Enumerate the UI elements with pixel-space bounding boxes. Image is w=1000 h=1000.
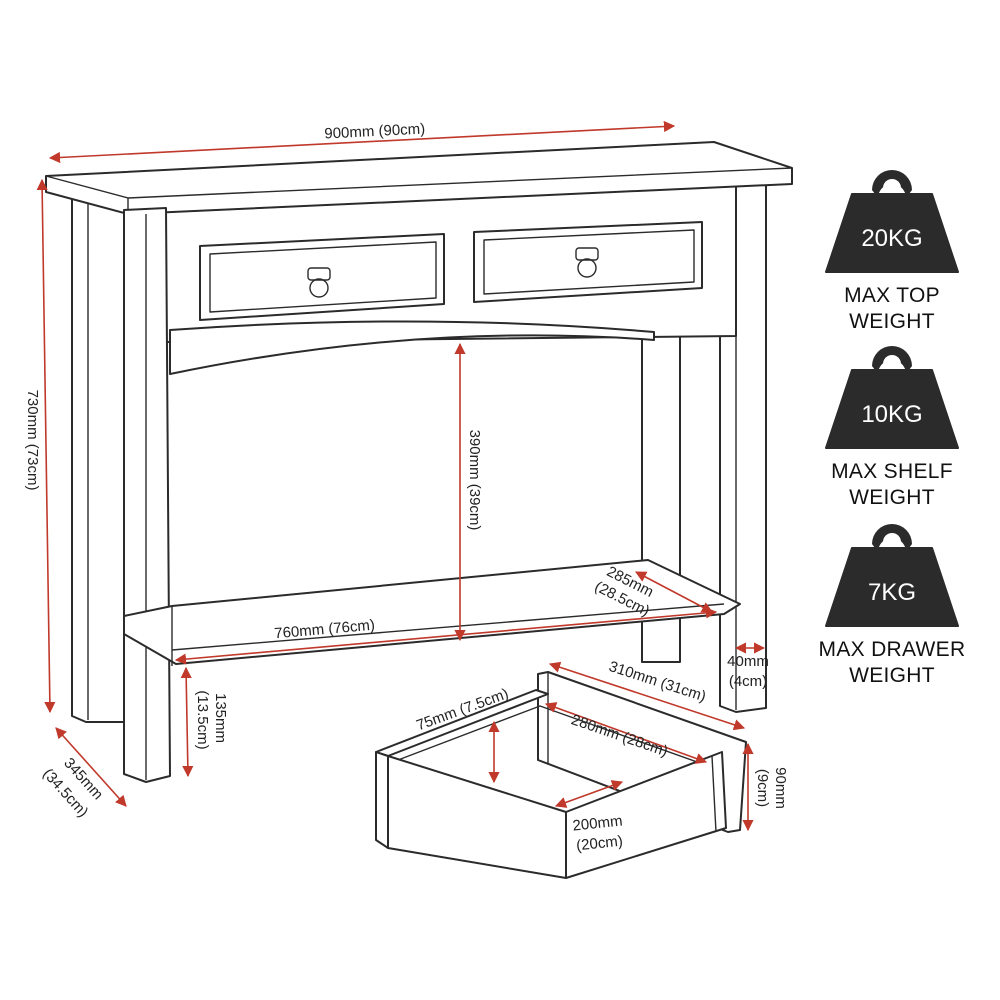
dimension-lines	[36, 120, 766, 832]
weight-caption-line1: MAX TOP	[844, 284, 940, 307]
ring-pull-handle-icon	[307, 267, 331, 298]
max-drawer-weight: 7KG MAX DRAWER WEIGHT	[819, 524, 966, 687]
max-top-weight: 20KG MAX TOP WEIGHT	[825, 170, 959, 333]
weight-caption-line1: MAX SHELF	[831, 460, 953, 483]
weight-value: 10KG	[861, 401, 922, 428]
back-left-leg	[71, 191, 125, 723]
kettlebell-weight-icon	[825, 170, 959, 273]
ring-pull-handle-icon	[575, 247, 599, 278]
weight-badges: 20KG MAX TOP WEIGHT 10KG MAX SHELF WEIGH…	[819, 170, 966, 687]
drawer-inner-width-arrow	[554, 780, 624, 808]
apron-arch	[169, 320, 655, 375]
drawer-length-arrow	[548, 661, 746, 731]
drawer-left	[199, 233, 445, 321]
weight-value: 20KG	[861, 225, 922, 252]
weight-caption-line2: WEIGHT	[849, 310, 935, 333]
weight-caption-line2: WEIGHT	[849, 664, 935, 687]
kettlebell-weight-icon	[825, 346, 959, 449]
drawer-height-label-cm: (9cm)	[754, 769, 771, 807]
shelf-clearance-label: 390mm (39cm)	[466, 430, 483, 531]
weight-value: 7KG	[868, 579, 916, 606]
leg-width-label-mm: 40mm	[727, 653, 769, 670]
height-arrow	[36, 178, 56, 714]
drawer-inner-length-arrow	[544, 702, 708, 764]
shelf-width-arrow	[174, 607, 718, 665]
leg-width-label-cm: (4cm)	[729, 673, 767, 690]
front-left-leg	[123, 207, 171, 783]
kettlebell-weight-icon	[825, 524, 959, 627]
shelf-height-label-cm: (13.5cm)	[194, 690, 211, 749]
drawer-removed-illustration	[375, 671, 747, 879]
shelf-height-label-mm: 135mm	[212, 693, 229, 743]
drawer-height-label-mm: 90mm	[772, 767, 789, 809]
drawer-inner-width-label-cm: (20cm)	[575, 833, 623, 855]
width-label: 900mm (90cm)	[324, 120, 426, 142]
width-arrow	[48, 120, 676, 164]
weight-caption-line1: MAX DRAWER	[819, 638, 966, 661]
weight-caption-line2: WEIGHT	[849, 486, 935, 509]
height-label: 730mm (73cm)	[24, 390, 41, 491]
drawer-right	[473, 221, 703, 303]
shelf-depth-arrow	[635, 571, 713, 613]
max-shelf-weight: 10KG MAX SHELF WEIGHT	[825, 346, 959, 509]
drawer-inner-width-label-mm: 200mm	[572, 812, 624, 834]
depth-arrow	[55, 727, 127, 807]
shelf-height-arrow	[180, 666, 194, 778]
